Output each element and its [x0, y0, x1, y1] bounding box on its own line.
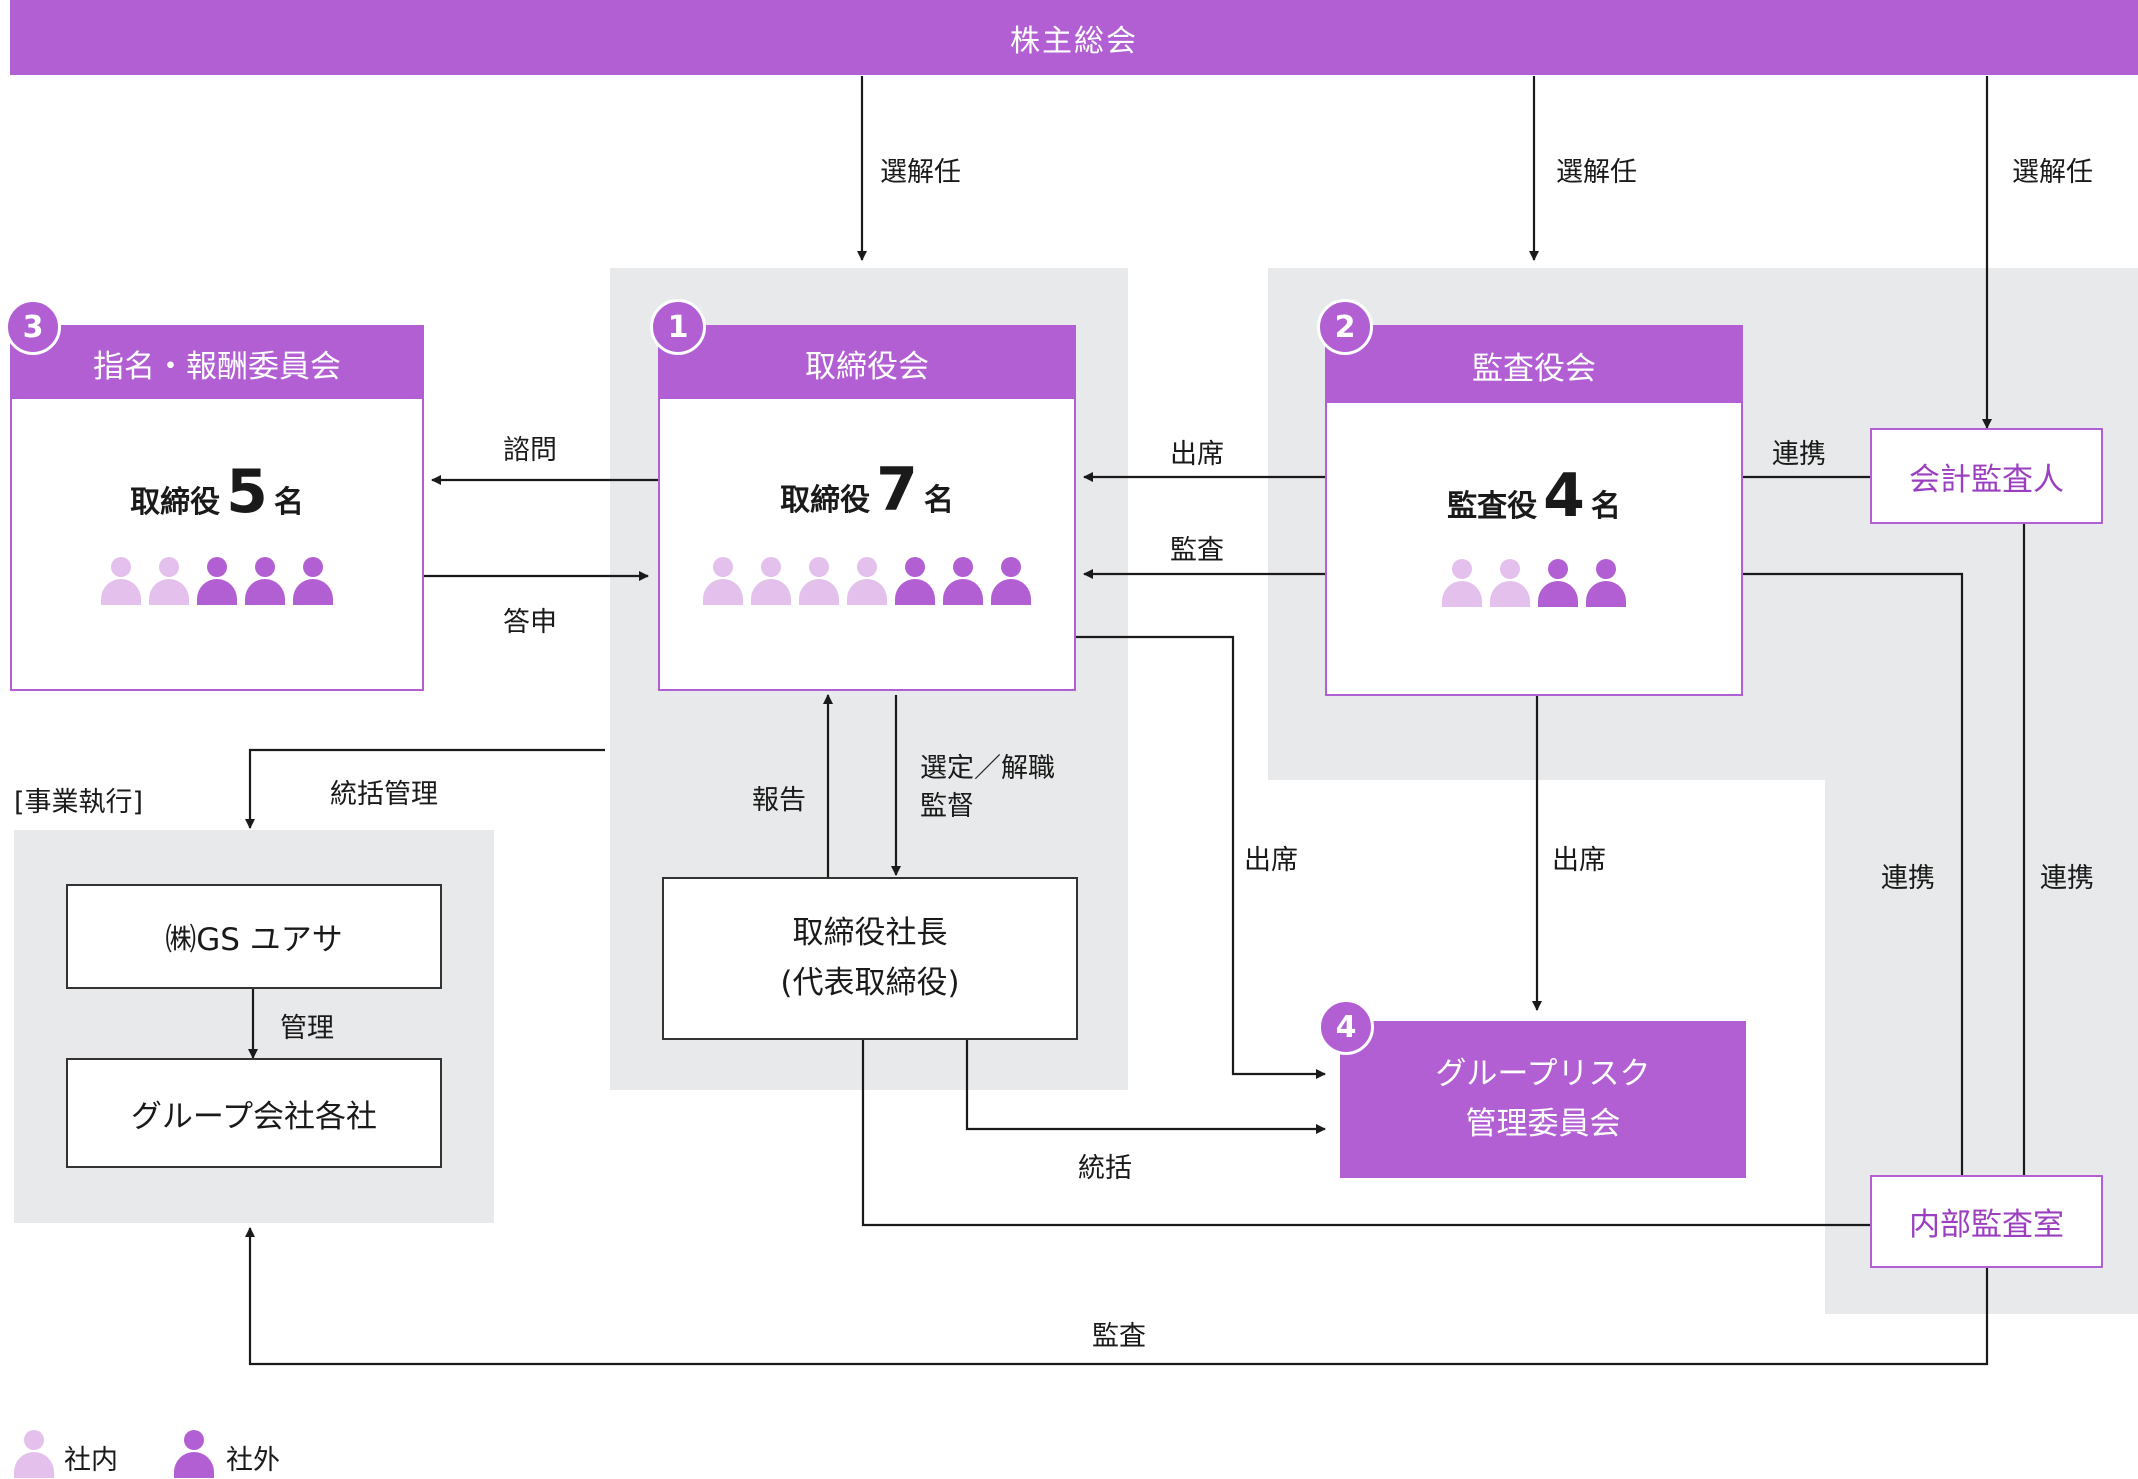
label-appoint-line2: 監督: [920, 790, 974, 822]
person-inside-icon: [149, 557, 189, 605]
person-inside-icon: [703, 557, 743, 605]
badge-4: 4: [1318, 999, 1374, 1055]
label-attend-board: 出席: [1170, 439, 1224, 470]
badge-2: 2: [1317, 299, 1373, 355]
label-audit-exec: 監査: [1092, 1321, 1146, 1352]
label-attend-risk-1: 出席: [1244, 845, 1298, 876]
person-outside-icon: [1586, 559, 1626, 607]
person-inside-icon: [847, 557, 887, 605]
label-elect-audit: 選解任: [1556, 157, 1637, 188]
gs-yuasa-box: ㈱GS ユアサ: [66, 884, 442, 989]
person-outside-icon: [197, 557, 237, 605]
label-manage: 管理: [280, 1013, 334, 1044]
nomination-committee-box: 指名・報酬委員会 取締役 5 名: [10, 325, 424, 691]
label-exec-header: [事業執行]: [14, 787, 144, 818]
legend-inside-label: 社内: [64, 1445, 118, 1476]
label-audit-board: 監査: [1170, 535, 1224, 566]
badge-1: 1: [650, 299, 706, 355]
audit-board-title: 監査役会: [1327, 327, 1741, 403]
person-outside-icon: [991, 557, 1031, 605]
shareholders-meeting-bar: 株主総会: [10, 0, 2138, 75]
president-title: 取締役社長: [792, 914, 948, 951]
line-audit-internal: [1743, 572, 1964, 1175]
accounting-auditor-box: 会計監査人: [1870, 428, 2103, 524]
audit-member-count: 監査役 4 名: [1447, 461, 1621, 531]
person-outside-icon: [943, 557, 983, 605]
person-outside-icon: [1538, 559, 1578, 607]
person-outside-icon: [895, 557, 935, 605]
person-inside-icon: [1442, 559, 1482, 607]
label-elect-auditor: 選解任: [2012, 157, 2093, 188]
shareholders-meeting-label: 株主総会: [1010, 23, 1138, 59]
nomination-members: [12, 557, 422, 605]
line-president-internal: [861, 1040, 1870, 1227]
board-member-count: 取締役 7 名: [780, 455, 954, 525]
label-collab-internal-2: 連携: [2040, 863, 2094, 894]
legend: 社内 社外: [14, 1428, 314, 1478]
legend-outside-icon: [174, 1430, 214, 1478]
person-outside-icon: [245, 557, 285, 605]
internal-audit-box: 内部監査室: [1870, 1175, 2103, 1268]
label-appoint: 選定／解職 監督: [920, 750, 1055, 826]
person-inside-icon: [751, 557, 791, 605]
arrow-board-attend-risk: [1076, 635, 1326, 1079]
legend-outside-label: 社外: [226, 1445, 280, 1476]
arrow-supervise-risk: [965, 1040, 1326, 1134]
audit-members: [1327, 559, 1741, 607]
group-companies-box: グループ会社各社: [66, 1058, 442, 1168]
nomination-committee-title: 指名・報酬委員会: [12, 327, 422, 399]
badge-3: 3: [5, 299, 61, 355]
label-oversee: 統括管理: [330, 779, 438, 810]
board-members: [660, 557, 1074, 605]
president-subtitle: (代表取締役): [780, 964, 960, 1001]
president-box: 取締役社長 (代表取締役): [662, 877, 1078, 1040]
risk-committee-line2: 管理委員会: [1465, 1105, 1621, 1142]
arrow-oversee-exec: [245, 748, 605, 829]
person-outside-icon: [293, 557, 333, 605]
risk-committee-line1: グループリスク: [1435, 1055, 1651, 1092]
person-inside-icon: [1490, 559, 1530, 607]
audit-board-box: 監査役会 監査役 4 名: [1325, 325, 1743, 696]
label-collab-internal-1: 連携: [1881, 863, 1935, 894]
label-attend-risk-2: 出席: [1552, 845, 1606, 876]
legend-inside-icon: [14, 1430, 54, 1478]
person-inside-icon: [101, 557, 141, 605]
risk-committee-box: グループリスク 管理委員会: [1340, 1021, 1746, 1178]
label-collab-auditor: 連携: [1772, 439, 1826, 470]
label-report-back: 答申: [503, 607, 557, 638]
label-appoint-line1: 選定／解職: [920, 753, 1055, 784]
board-box: 取締役会 取締役 7 名: [658, 325, 1076, 691]
person-inside-icon: [799, 557, 839, 605]
label-consult: 諮問: [503, 435, 557, 466]
nomination-member-count: 取締役 5 名: [130, 457, 304, 527]
label-supervise: 統括: [1078, 1153, 1132, 1184]
board-title: 取締役会: [660, 327, 1074, 399]
label-report: 報告: [752, 785, 806, 816]
label-elect-board: 選解任: [880, 157, 961, 188]
arrow-internal-audit-exec: [245, 1227, 1989, 1366]
